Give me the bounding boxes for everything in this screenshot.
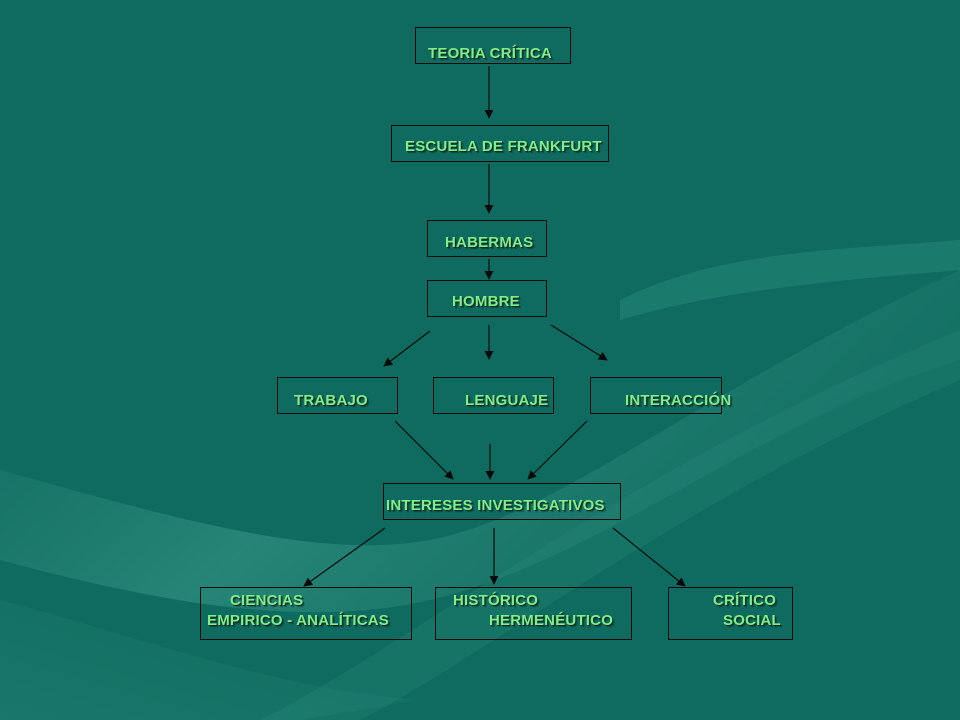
node-historico-label: HERMENÉUTICO <box>489 612 614 629</box>
node-hombre: HOMBRE <box>427 280 547 317</box>
node-historico-label: HISTÓRICO <box>453 592 539 609</box>
node-lenguaje: LENGUAJE <box>433 377 554 414</box>
node-critico: CRÍTICO SOCIAL <box>668 587 793 640</box>
node-interaccion-label: INTERACCIÓN <box>625 392 732 409</box>
node-ciencias-label: CIENCIAS <box>230 592 304 609</box>
node-intereses: INTERESES INVESTIGATIVOS <box>383 483 621 520</box>
node-teoria: TEORIA CRÍTICA <box>415 27 571 64</box>
node-lenguaje-label: LENGUAJE <box>465 392 549 409</box>
node-trabajo-label: TRABAJO <box>294 392 368 409</box>
node-interaccion: INTERACCIÓN <box>590 377 731 414</box>
node-intereses-label: INTERESES INVESTIGATIVOS <box>386 497 605 514</box>
arrow-hombre-to-trabajo <box>383 330 431 367</box>
node-escuela-label: ESCUELA DE FRANKFURT <box>405 138 602 155</box>
node-ciencias-label: EMPIRICO - ANALÍTICAS <box>207 612 389 629</box>
node-habermas: HABERMAS <box>427 220 547 257</box>
node-critico-label: SOCIAL <box>723 612 781 629</box>
arrow-intereses-to-critico <box>612 527 686 587</box>
arrow-trabajo-to-intereses <box>394 420 454 480</box>
arrow-intereses-to-ciencias <box>303 527 386 587</box>
node-critico-label: CRÍTICO <box>713 592 777 609</box>
node-hombre-label: HOMBRE <box>452 293 520 310</box>
node-habermas-label: HABERMAS <box>445 234 534 251</box>
arrow-interaccion-to-intereses <box>527 420 588 480</box>
node-escuela: ESCUELA DE FRANKFURT <box>391 125 609 162</box>
node-ciencias: CIENCIAS EMPIRICO - ANALÍTICAS <box>200 587 412 640</box>
node-teoria-label: TEORIA CRÍTICA <box>428 45 552 62</box>
node-historico: HISTÓRICO HERMENÉUTICO <box>435 587 632 640</box>
arrow-hombre-to-interaccion <box>550 324 608 361</box>
node-trabajo: TRABAJO <box>277 377 398 414</box>
